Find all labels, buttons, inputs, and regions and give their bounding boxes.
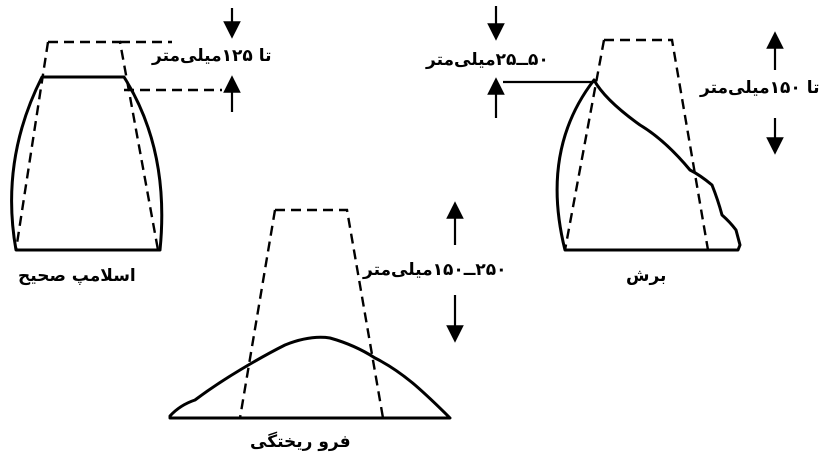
- collapse-concrete-shape: [168, 335, 452, 420]
- shear-original-cone: [563, 38, 710, 251]
- true-slump-measure-label: تا ۱۲۵میلی‌متر: [152, 46, 272, 66]
- shear-figure: [487, 6, 784, 252]
- collapse-caption: فرو ریختگی: [250, 432, 351, 452]
- shear-caption: برش: [626, 266, 667, 286]
- collapse-figure: [168, 201, 464, 420]
- true-slump-caption: اسلامپ صحیح: [18, 266, 136, 286]
- shear-concrete-shape: [555, 78, 742, 252]
- collapse-original-cone: [238, 208, 385, 419]
- true-slump-original-cone: [14, 40, 160, 251]
- true-slump-figure: [10, 8, 241, 252]
- shear-measure-left-label: ۵۰ــ۲۵میلی‌متر: [426, 50, 549, 70]
- collapse-measure-label: ۲۵۰ــ۱۵۰میلی‌متر: [363, 260, 507, 280]
- true-slump-concrete-shape: [10, 75, 164, 252]
- shear-measure-right-label: تا ۱۵۰میلی‌متر: [700, 78, 820, 98]
